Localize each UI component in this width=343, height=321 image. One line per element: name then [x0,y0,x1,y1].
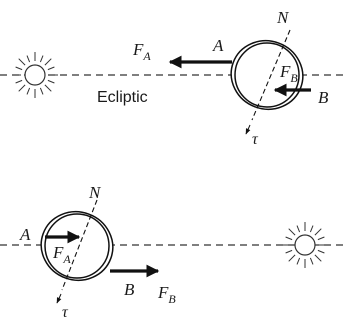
pole-label-top: N [276,8,290,27]
earth-bottom [32,202,123,291]
top-panel: N A B τ Ecliptic FA FB [0,8,343,148]
torque-label-top: τ [252,131,259,148]
earth-top [222,31,313,120]
pole-label-bottom: N [88,183,102,202]
bottom-panel: N A B τ FA FB [0,183,343,321]
force-b-label-bottom: FB [157,283,176,306]
point-b-label-top: B [318,88,329,107]
sun-icon [12,52,58,98]
sun-icon [282,222,328,268]
ecliptic-label: Ecliptic [97,89,148,106]
point-b-label-bottom: B [124,280,135,299]
point-a-label-bottom: A [19,225,31,244]
torque-label-bottom: τ [62,304,69,321]
point-a-label-top: A [212,36,224,55]
torque-arrow-bottom [57,294,61,303]
force-a-label-top: FA [132,40,151,63]
torque-arrow-top [246,125,250,134]
